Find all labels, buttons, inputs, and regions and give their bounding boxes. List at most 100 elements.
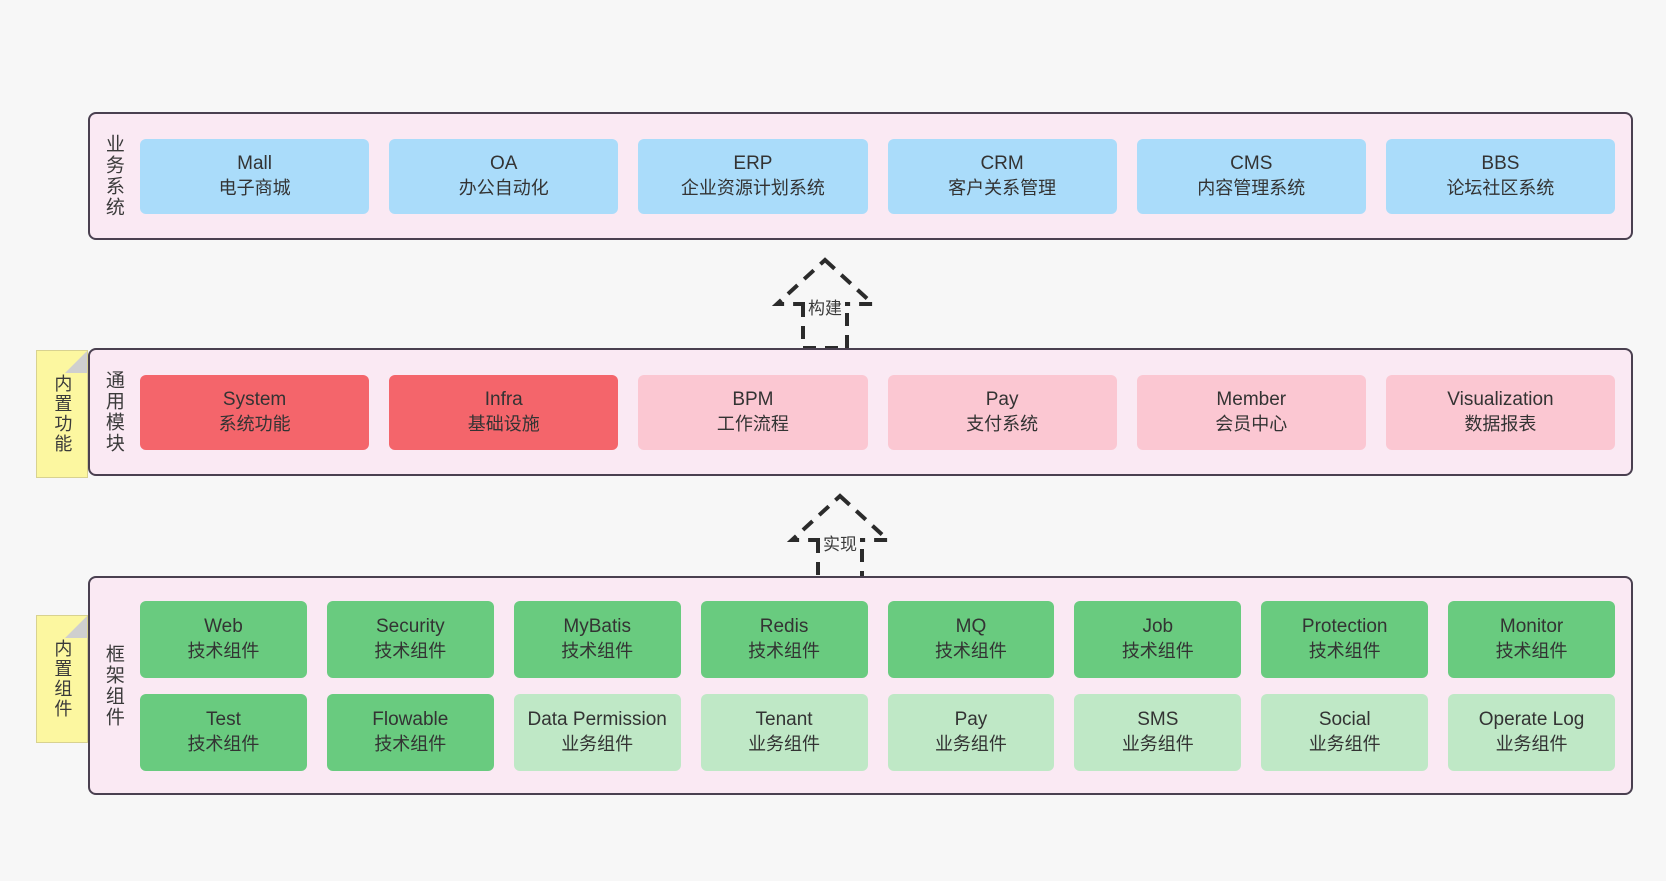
box-infra-cn: 基础设施 (467, 413, 540, 434)
box-bbs[interactable]: BBS 论坛社区系统 (1385, 138, 1616, 214)
box-mq-en: MQ (955, 616, 987, 638)
box-security-en: Security (375, 616, 445, 638)
box-flowable-en: Flowable (372, 709, 449, 731)
box-data-permission-en: Data Permission (527, 709, 667, 731)
box-pay-component-cn: 业务组件 (934, 733, 1007, 754)
box-job-cn: 技术组件 (1121, 640, 1194, 661)
layer-business-systems: 业务系统 Mall 电子商城 OA 办公自动化 ERP 企业资源计划系统 CRM… (88, 112, 1633, 240)
box-mybatis[interactable]: MyBatis 技术组件 (513, 600, 681, 678)
box-crm-en: CRM (980, 153, 1024, 175)
box-social-cn: 业务组件 (1308, 733, 1381, 754)
box-bbs-cn: 论坛社区系统 (1446, 177, 1555, 198)
box-mall-cn: 电子商城 (218, 177, 291, 198)
box-flowable[interactable]: Flowable 技术组件 (326, 693, 494, 771)
box-member[interactable]: Member 会员中心 (1136, 374, 1366, 450)
box-crm[interactable]: CRM 客户关系管理 (887, 138, 1117, 214)
box-operate-log-en: Operate Log (1478, 709, 1585, 731)
box-sms[interactable]: SMS 业务组件 (1074, 693, 1242, 771)
box-mall-en: Mall (237, 153, 272, 175)
box-infra-en: Infra (484, 389, 523, 411)
layer-general-modules: 通用模块 System 系统功能 Infra 基础设施 BPM 工作流程 Pay… (88, 348, 1633, 476)
framework-tech-row: Web 技术组件 Security 技术组件 MyBatis 技术组件 Redi… (140, 600, 1615, 678)
box-test[interactable]: Test 技术组件 (140, 693, 307, 771)
box-cms-en: CMS (1230, 153, 1273, 175)
box-redis[interactable]: Redis 技术组件 (700, 600, 868, 678)
box-system-cn: 系统功能 (218, 413, 291, 434)
box-social[interactable]: Social 业务组件 (1261, 693, 1429, 771)
framework-business-row: Test 技术组件 Flowable 技术组件 Data Permission … (140, 693, 1615, 771)
box-cms[interactable]: CMS 内容管理系统 (1136, 138, 1366, 214)
box-erp-cn: 企业资源计划系统 (680, 177, 825, 198)
note-builtin-functions-label: 内置功能 (52, 374, 73, 454)
box-erp-en: ERP (733, 153, 773, 175)
box-member-en: Member (1216, 389, 1287, 411)
box-security[interactable]: Security 技术组件 (326, 600, 494, 678)
box-redis-cn: 技术组件 (748, 640, 821, 661)
box-redis-en: Redis (759, 616, 809, 638)
box-sms-en: SMS (1137, 709, 1179, 731)
box-protection-cn: 技术组件 (1308, 640, 1381, 661)
box-web[interactable]: Web 技术组件 (140, 600, 307, 678)
layer-title-framework: 框架组件 (102, 643, 124, 728)
box-pay-component[interactable]: Pay 业务组件 (887, 693, 1055, 771)
box-bbs-en: BBS (1481, 153, 1520, 175)
note-builtin-components-label: 内置组件 (52, 639, 73, 719)
box-mybatis-cn: 技术组件 (561, 640, 634, 661)
box-tenant-cn: 业务组件 (748, 733, 821, 754)
box-mybatis-en: MyBatis (563, 616, 631, 638)
box-system-en: System (222, 389, 287, 411)
box-data-permission[interactable]: Data Permission 业务组件 (513, 693, 681, 771)
box-tenant[interactable]: Tenant 业务组件 (700, 693, 868, 771)
layer-title-modules: 通用模块 (102, 370, 124, 454)
box-bpm[interactable]: BPM 工作流程 (638, 374, 868, 450)
box-protection-en: Protection (1301, 616, 1388, 638)
box-security-cn: 技术组件 (374, 640, 447, 661)
business-systems-row: Mall 电子商城 OA 办公自动化 ERP 企业资源计划系统 CRM 客户关系… (140, 138, 1616, 214)
box-pay-component-en: Pay (954, 709, 988, 731)
box-bpm-cn: 工作流程 (716, 413, 789, 434)
box-pay-module-en: Pay (985, 389, 1019, 411)
box-erp[interactable]: ERP 企业资源计划系统 (638, 138, 868, 214)
layer-title-business: 业务系统 (102, 134, 124, 218)
box-member-cn: 会员中心 (1215, 413, 1288, 434)
layer-body-business: Mall 电子商城 OA 办公自动化 ERP 企业资源计划系统 CRM 客户关系… (136, 114, 1631, 238)
box-sms-cn: 业务组件 (1121, 733, 1194, 754)
box-data-permission-cn: 业务组件 (561, 733, 634, 754)
box-visualization-en: Visualization (1447, 389, 1554, 411)
box-oa[interactable]: OA 办公自动化 (389, 138, 619, 214)
box-crm-cn: 客户关系管理 (948, 177, 1057, 198)
layer-body-modules: System 系统功能 Infra 基础设施 BPM 工作流程 Pay 支付系统… (136, 350, 1631, 474)
box-monitor-cn: 技术组件 (1495, 640, 1568, 661)
box-pay-module[interactable]: Pay 支付系统 (887, 374, 1117, 450)
box-test-en: Test (206, 709, 241, 731)
layer-body-framework: Web 技术组件 Security 技术组件 MyBatis 技术组件 Redi… (136, 578, 1631, 793)
box-visualization[interactable]: Visualization 数据报表 (1385, 374, 1616, 450)
box-test-cn: 技术组件 (187, 733, 260, 754)
box-mq[interactable]: MQ 技术组件 (887, 600, 1055, 678)
box-monitor[interactable]: Monitor 技术组件 (1448, 600, 1615, 678)
layer-framework-components: 框架组件 Web 技术组件 Security 技术组件 MyBatis 技术组件… (88, 576, 1633, 795)
box-oa-cn: 办公自动化 (458, 177, 549, 198)
box-cms-cn: 内容管理系统 (1197, 177, 1306, 198)
box-tenant-en: Tenant (755, 709, 813, 731)
box-system[interactable]: System 系统功能 (140, 374, 370, 450)
connector-implement-label: 实现 (820, 530, 860, 555)
note-builtin-components: 内置组件 (36, 615, 88, 743)
box-visualization-cn: 数据报表 (1464, 413, 1537, 434)
box-infra[interactable]: Infra 基础设施 (389, 374, 619, 450)
box-web-cn: 技术组件 (187, 640, 260, 661)
box-flowable-cn: 技术组件 (374, 733, 447, 754)
box-mall[interactable]: Mall 电子商城 (140, 138, 370, 214)
connector-implement: 实现 (740, 488, 940, 588)
box-monitor-en: Monitor (1499, 616, 1564, 638)
box-web-en: Web (204, 616, 243, 638)
box-operate-log[interactable]: Operate Log 业务组件 (1448, 693, 1615, 771)
box-protection[interactable]: Protection 技术组件 (1261, 600, 1429, 678)
box-job[interactable]: Job 技术组件 (1074, 600, 1242, 678)
box-social-en: Social (1318, 709, 1371, 731)
box-job-en: Job (1142, 616, 1174, 638)
note-builtin-functions: 内置功能 (36, 350, 88, 478)
connector-build: 构建 (725, 252, 925, 352)
box-oa-en: OA (490, 153, 518, 175)
box-mq-cn: 技术组件 (934, 640, 1007, 661)
